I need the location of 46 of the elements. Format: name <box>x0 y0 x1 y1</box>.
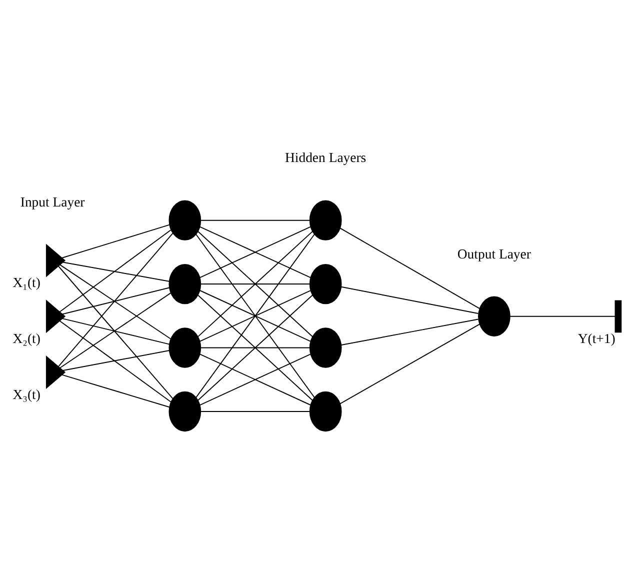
connector <box>200 346 310 348</box>
connector <box>340 323 480 404</box>
node-bar <box>614 300 622 332</box>
connector <box>62 224 170 258</box>
connector <box>59 229 172 312</box>
connector <box>196 233 315 398</box>
label: Hidden Layers <box>285 150 366 165</box>
node-circle <box>168 390 202 432</box>
connector <box>60 264 171 339</box>
node-triangle <box>46 355 66 388</box>
connector <box>199 290 311 342</box>
node-circle <box>168 200 202 240</box>
connector <box>200 219 310 220</box>
connector <box>510 315 616 316</box>
label: Input Layer <box>20 194 85 209</box>
connector <box>200 283 310 284</box>
node-circle <box>309 327 342 368</box>
node-label: X₁(t) <box>12 274 40 290</box>
node-triangle <box>46 299 66 333</box>
node-circle <box>168 263 202 304</box>
node-circle <box>168 327 202 368</box>
connector <box>62 374 170 408</box>
connector <box>340 286 479 314</box>
node-triangle <box>46 243 66 277</box>
connector <box>62 318 170 344</box>
connector <box>199 353 311 405</box>
node-circle <box>309 390 342 432</box>
connector <box>199 226 311 278</box>
node-label: X₂(t) <box>12 330 40 346</box>
node-circle <box>309 200 342 240</box>
connector <box>58 265 174 399</box>
connector <box>200 410 310 412</box>
connector <box>59 292 172 368</box>
connector <box>58 232 174 366</box>
connector <box>62 350 170 370</box>
label: Output Layer <box>457 246 531 261</box>
connector <box>198 294 313 400</box>
connector <box>62 286 170 314</box>
connector <box>340 318 479 345</box>
connector <box>59 320 172 402</box>
connector <box>62 261 170 282</box>
connector <box>340 227 480 308</box>
node-label: Y(t+1) <box>578 330 616 346</box>
node-circle <box>309 263 342 304</box>
node-circle <box>478 296 510 336</box>
node-label: X₃(t) <box>12 386 40 402</box>
